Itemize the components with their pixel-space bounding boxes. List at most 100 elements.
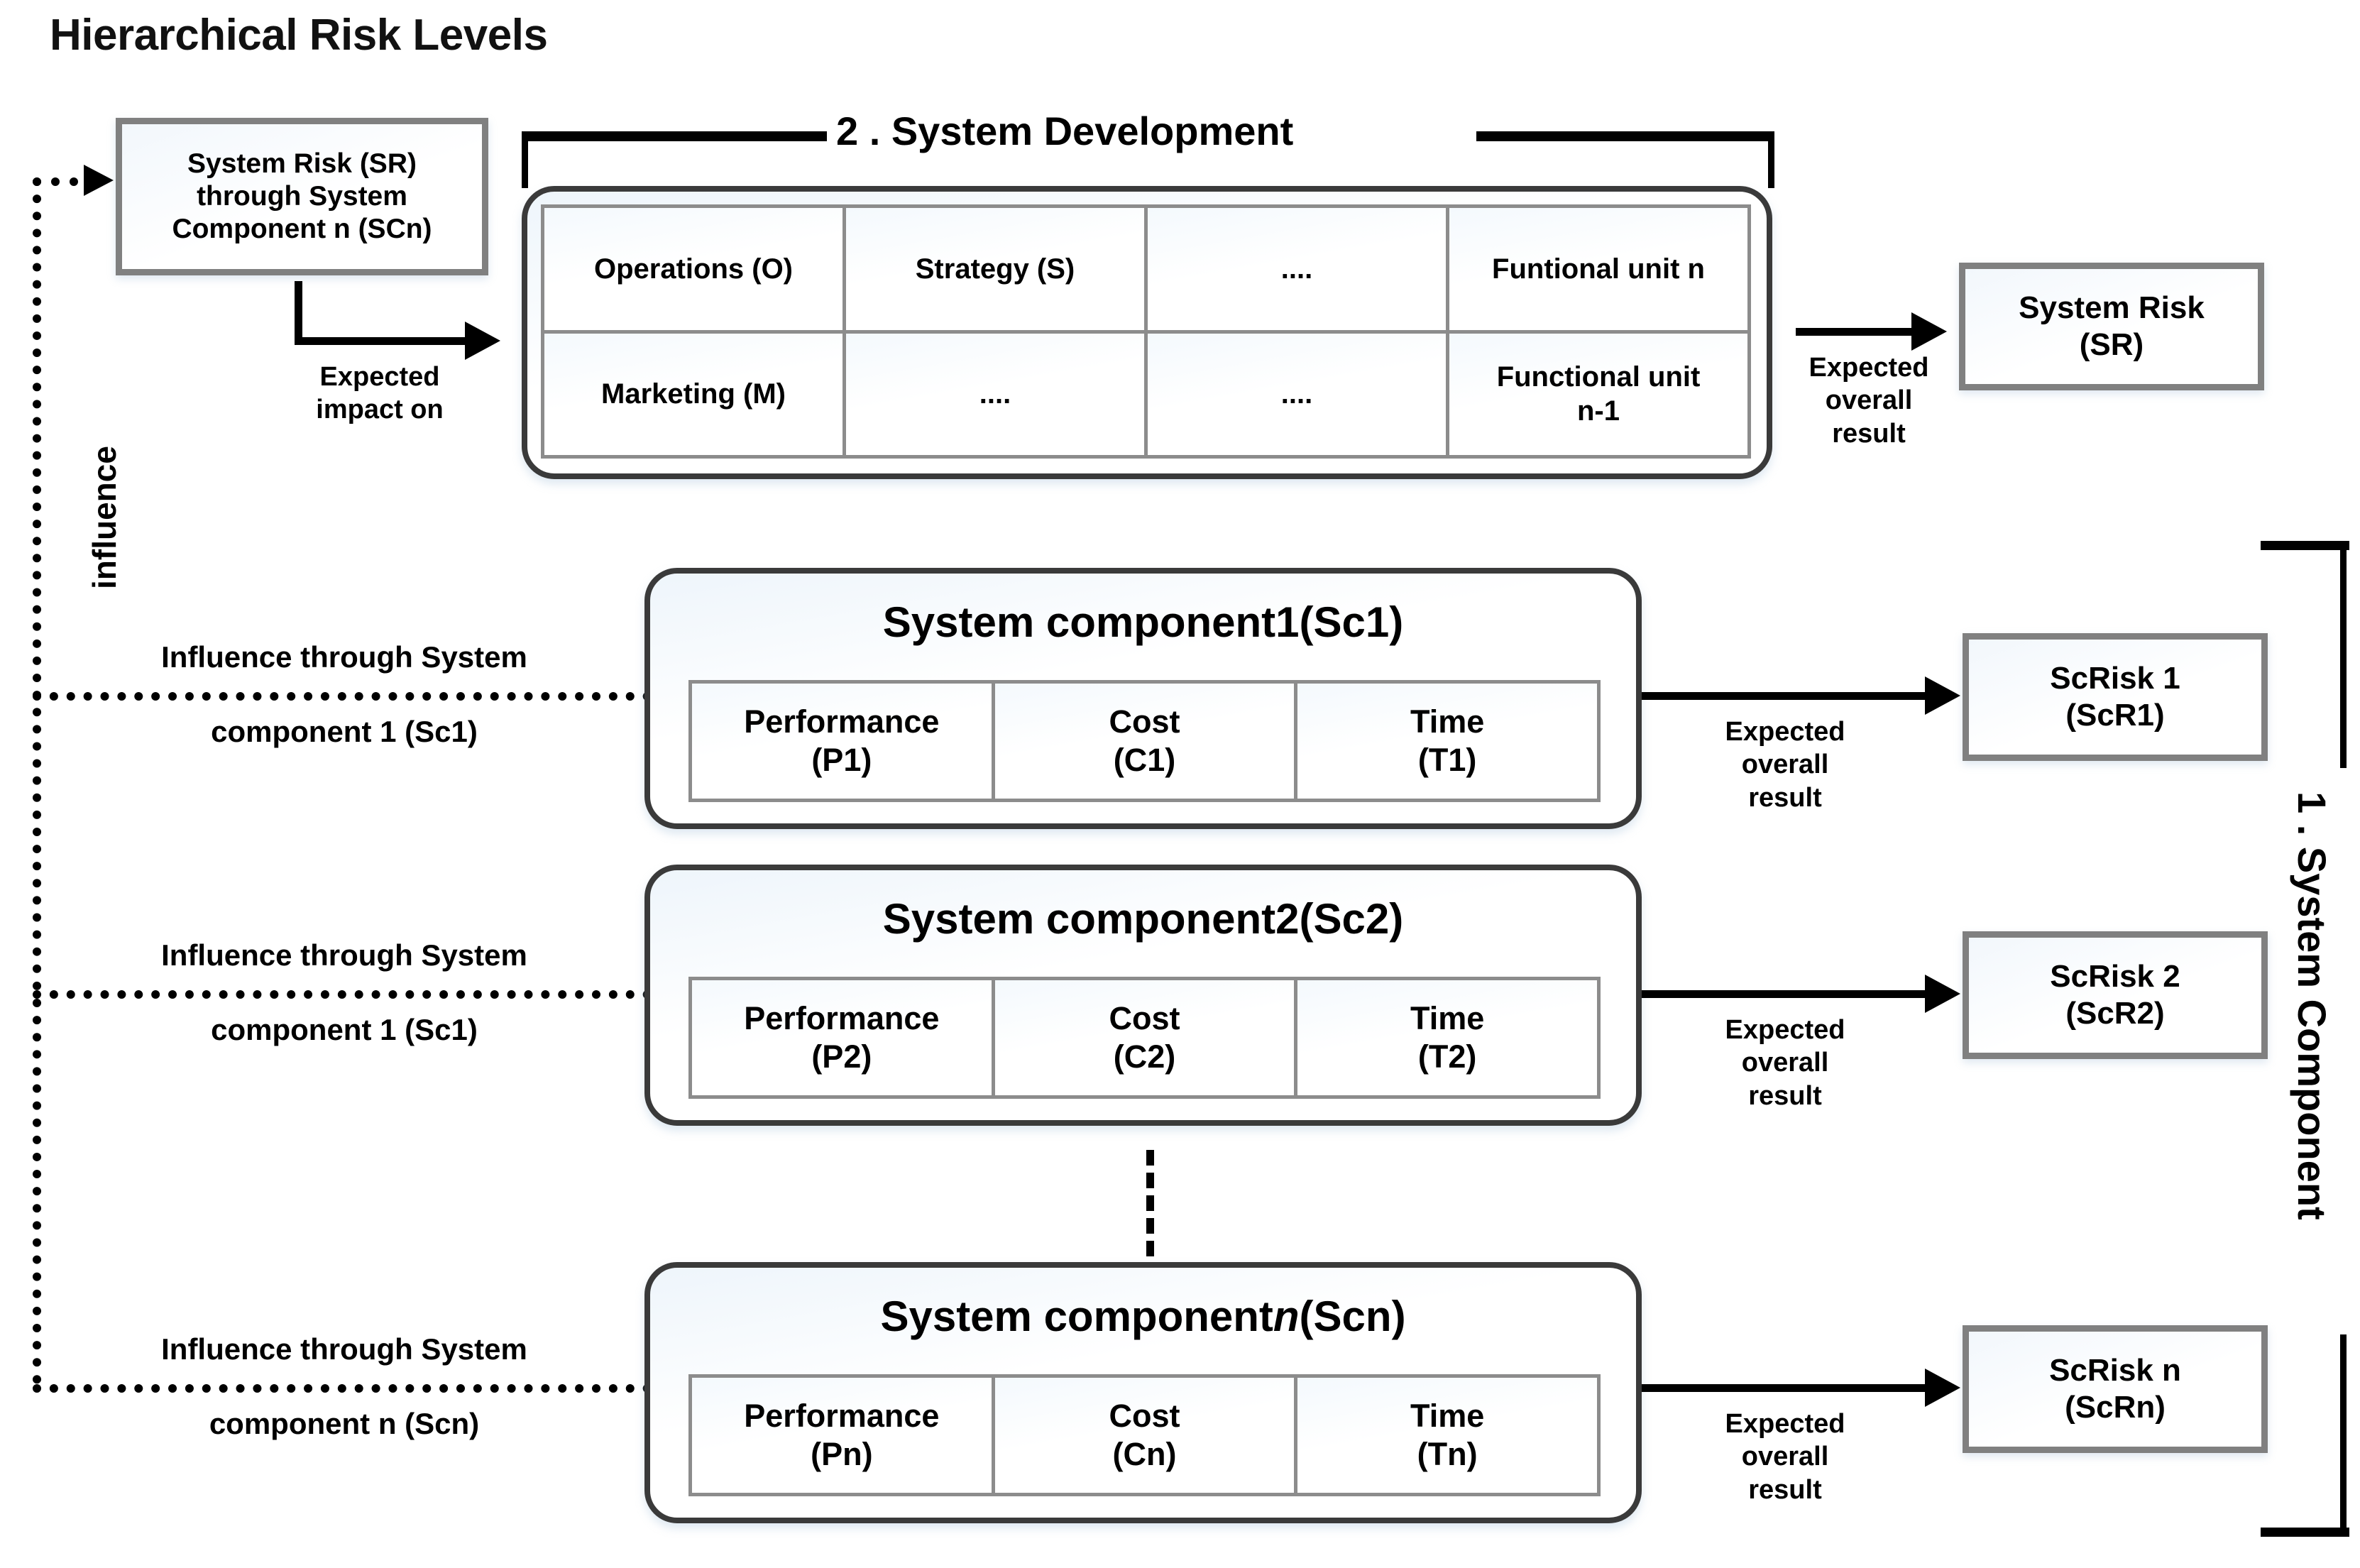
sc1-outcome-arrow-line bbox=[1642, 692, 1943, 700]
sc1-title-prefix: System component bbox=[882, 598, 1276, 646]
sysdev-bracket-label: 2 . System Development bbox=[836, 109, 1294, 153]
scn-attr-time-code: (Tn) bbox=[1417, 1436, 1478, 1472]
influence-arrow-stub bbox=[33, 177, 97, 186]
sc1-attr-time: Time (T1) bbox=[1297, 684, 1597, 799]
expected-impact-arrowhead-icon bbox=[465, 322, 500, 360]
page-title: Hierarchical Risk Levels bbox=[50, 11, 548, 60]
syscomp-bracket-top-horizontal bbox=[2261, 541, 2349, 550]
scrisk-2-box: ScRisk 2 (ScR2) bbox=[1963, 931, 2268, 1059]
sc2-outcome-arrow-line bbox=[1642, 990, 1943, 998]
source-risk-line3: Component n (SCn) bbox=[172, 214, 432, 244]
system-risk-outcome-line1: System Risk bbox=[2019, 290, 2205, 326]
sysdev-cell-r1c1: .... bbox=[846, 333, 1144, 455]
scrisk-2-line1: ScRisk 2 bbox=[2050, 959, 2180, 994]
sysdev-cell-r0c3: Funtional unit n bbox=[1449, 208, 1747, 330]
source-risk-line1: System Risk (SR) bbox=[187, 148, 417, 179]
system-component-1-title: System component 1 (Sc1) bbox=[644, 595, 1642, 649]
influence-connector-1 bbox=[33, 692, 652, 701]
sysdev-outcome-label: Expected overall result bbox=[1809, 353, 1929, 449]
system-component-1-attributes: Performance (P1) Cost (C1) Time (T1) bbox=[688, 680, 1601, 802]
scrisk-1-line2: (ScR1) bbox=[2065, 698, 2165, 733]
influence-connector-n bbox=[33, 1384, 652, 1393]
sc1-outcome-arrowhead-icon bbox=[1925, 676, 1960, 715]
scn-attr-performance-name: Performance bbox=[744, 1398, 940, 1434]
influence-arrowhead-icon bbox=[84, 165, 114, 196]
influence-label-1: Influence through System component 1 (Sc… bbox=[43, 639, 646, 750]
sysdev-cell-r0c0: Operations (O) bbox=[544, 208, 843, 330]
scn-attr-time-name: Time bbox=[1410, 1398, 1485, 1434]
influence-label-2-line1: Influence through System bbox=[161, 938, 527, 972]
sc2-attr-cost: Cost (C2) bbox=[994, 980, 1295, 1095]
scn-title-index: n bbox=[1273, 1292, 1300, 1340]
influence-label-2: Influence through System component 1 (Sc… bbox=[43, 937, 646, 1048]
influence-label-n-line1: Influence through System bbox=[161, 1332, 527, 1366]
sc2-title-index: 2 bbox=[1275, 894, 1300, 943]
scn-title-prefix: System component bbox=[880, 1292, 1273, 1340]
sysdev-bracket-right-horizontal bbox=[1476, 131, 1774, 141]
scn-attr-performance-code: (Pn) bbox=[811, 1436, 873, 1472]
source-risk-line2: through System bbox=[197, 180, 407, 212]
sc1-attr-time-code: (T1) bbox=[1417, 742, 1477, 778]
scrisk-2-line2: (ScR2) bbox=[2065, 996, 2165, 1031]
syscomp-bracket-label: 1 . System Component bbox=[2290, 791, 2334, 1220]
sc1-title-suffix: (Sc1) bbox=[1299, 598, 1404, 646]
system-component-n-attributes: Performance (Pn) Cost (Cn) Time (Tn) bbox=[688, 1374, 1601, 1496]
scn-attr-cost: Cost (Cn) bbox=[994, 1378, 1295, 1493]
scn-attr-performance: Performance (Pn) bbox=[692, 1378, 992, 1493]
sc2-attr-performance-name: Performance bbox=[744, 1000, 940, 1036]
sysdev-outcome-arrowhead-icon bbox=[1911, 312, 1947, 351]
sc2-attr-performance-code: (P2) bbox=[811, 1038, 872, 1075]
expected-impact-label: Expected impact on bbox=[316, 362, 444, 425]
scrisk-1-box: ScRisk 1 (ScR1) bbox=[1963, 633, 2268, 761]
sysdev-outcome-arrow-line bbox=[1796, 328, 1918, 336]
syscomp-bracket-bottom-horizontal bbox=[2261, 1528, 2349, 1537]
scn-attr-cost-code: (Cn) bbox=[1112, 1436, 1177, 1472]
vertical-ellipsis bbox=[1146, 1150, 1154, 1256]
expected-impact-arrow-vertical bbox=[295, 281, 302, 345]
influence-label-1-line1: Influence through System bbox=[161, 640, 527, 674]
sc2-attr-time: Time (T2) bbox=[1297, 980, 1597, 1095]
sysdev-cell-r1c0: Marketing (M) bbox=[544, 333, 843, 455]
sc1-attr-cost: Cost (C1) bbox=[994, 684, 1295, 799]
sc2-title-suffix: (Sc2) bbox=[1299, 894, 1404, 943]
sysdev-bracket-left-vertical bbox=[522, 131, 528, 188]
system-component-2-title: System component 2 (Sc2) bbox=[644, 892, 1642, 945]
system-risk-outcome-box: System Risk (SR) bbox=[1959, 263, 2264, 390]
expected-impact-arrow-horizontal bbox=[295, 337, 472, 345]
scrisk-n-line2: (ScRn) bbox=[2065, 1390, 2166, 1425]
sc1-attr-time-name: Time bbox=[1410, 703, 1485, 740]
scrisk-n-line1: ScRisk n bbox=[2049, 1353, 2181, 1388]
sc2-outcome-arrowhead-icon bbox=[1925, 975, 1960, 1013]
influence-axis-label: influence bbox=[86, 446, 123, 589]
scn-outcome-arrowhead-icon bbox=[1925, 1369, 1960, 1407]
sc1-attr-cost-name: Cost bbox=[1109, 703, 1180, 740]
sysdev-cell-r1c3: Functional unit n-1 bbox=[1449, 333, 1747, 455]
sc1-attr-cost-code: (C1) bbox=[1113, 742, 1176, 778]
sysdev-cell-r0c2: .... bbox=[1148, 208, 1446, 330]
system-component-n-title: System component n (Scn) bbox=[644, 1289, 1642, 1343]
sc2-attr-performance: Performance (P2) bbox=[692, 980, 992, 1095]
sc2-attr-cost-name: Cost bbox=[1109, 1000, 1180, 1036]
scn-outcome-arrow-line bbox=[1642, 1384, 1943, 1392]
influence-label-n: Influence through System component n (Sc… bbox=[43, 1331, 646, 1442]
influence-label-1-line2: component 1 (Sc1) bbox=[211, 714, 478, 748]
sc2-title-prefix: System component bbox=[882, 894, 1276, 943]
sc1-title-index: 1 bbox=[1275, 598, 1300, 646]
system-component-2-attributes: Performance (P2) Cost (C2) Time (T2) bbox=[688, 977, 1601, 1099]
influence-label-2-line2: component 1 (Sc1) bbox=[211, 1012, 478, 1046]
sc2-outcome-label: Expected overall result bbox=[1725, 1015, 1845, 1111]
system-risk-outcome-line2: (SR) bbox=[2079, 327, 2144, 362]
sysdev-cell-r1c2: .... bbox=[1148, 333, 1446, 455]
sc2-attr-cost-code: (C2) bbox=[1113, 1038, 1176, 1075]
influence-label-n-line2: component n (Scn) bbox=[209, 1406, 480, 1440]
influence-spine-dotted-line bbox=[33, 177, 41, 1384]
scrisk-1-line1: ScRisk 1 bbox=[2050, 661, 2180, 696]
influence-connector-2 bbox=[33, 990, 652, 999]
sc2-attr-time-name: Time bbox=[1410, 1000, 1485, 1036]
syscomp-bracket-vertical-lower bbox=[2340, 1334, 2347, 1537]
source-risk-box: System Risk (SR) through System Componen… bbox=[116, 118, 488, 275]
sc1-attr-performance: Performance (P1) bbox=[692, 684, 992, 799]
scn-attr-time: Time (Tn) bbox=[1297, 1378, 1597, 1493]
sysdev-bracket-right-vertical bbox=[1768, 131, 1774, 188]
